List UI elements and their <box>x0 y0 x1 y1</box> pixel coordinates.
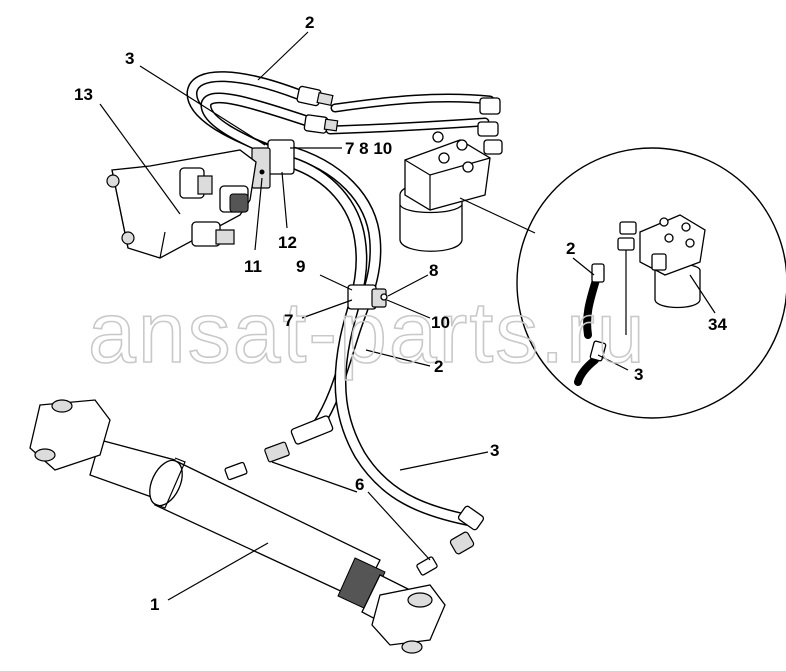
detail-inset <box>459 147 786 419</box>
hose-fitting-upper-2 <box>303 114 339 134</box>
callout-3-top: 3 <box>125 49 134 68</box>
cylinder-rod-end-right <box>371 584 446 654</box>
callout-12: 12 <box>278 233 297 252</box>
callout-7-8-10: 7 8 10 <box>345 139 392 158</box>
callout-2-inset: 2 <box>566 239 575 258</box>
mounting-bracket <box>106 149 257 259</box>
inset-valve <box>617 214 706 309</box>
callout-2-mid: 2 <box>434 357 443 376</box>
hose-clamp-lower <box>347 284 388 310</box>
hose-fitting-lower-right <box>416 505 485 576</box>
watermark: ansat-parts.ru <box>88 285 647 381</box>
callout-6: 6 <box>355 475 364 494</box>
callout-13: 13 <box>74 85 93 104</box>
steering-control-valve <box>399 97 503 252</box>
hose-upper-to-valve <box>325 93 495 135</box>
callout-8: 8 <box>429 261 438 280</box>
callout-3-right: 3 <box>490 441 499 460</box>
callout-34: 34 <box>708 315 727 334</box>
inset-hose-3 <box>574 340 607 386</box>
cylinder-rod-end-left <box>29 399 111 471</box>
callout-9: 9 <box>296 257 305 276</box>
inset-hose-2 <box>583 263 605 339</box>
callout-7: 7 <box>284 311 293 330</box>
bracket-fittings <box>179 167 249 247</box>
callout-3-inset: 3 <box>634 365 643 384</box>
hose-fitting-upper-1 <box>296 85 334 107</box>
hose-3-upper <box>200 92 316 158</box>
callout-2-top: 2 <box>305 13 314 32</box>
callout-11: 11 <box>244 257 262 276</box>
callout-1: 1 <box>150 595 159 614</box>
hose-fitting-lower-left <box>224 415 334 481</box>
hose-3-main <box>284 156 474 526</box>
leader-lines <box>99 31 716 601</box>
callout-10: 10 <box>431 313 450 332</box>
